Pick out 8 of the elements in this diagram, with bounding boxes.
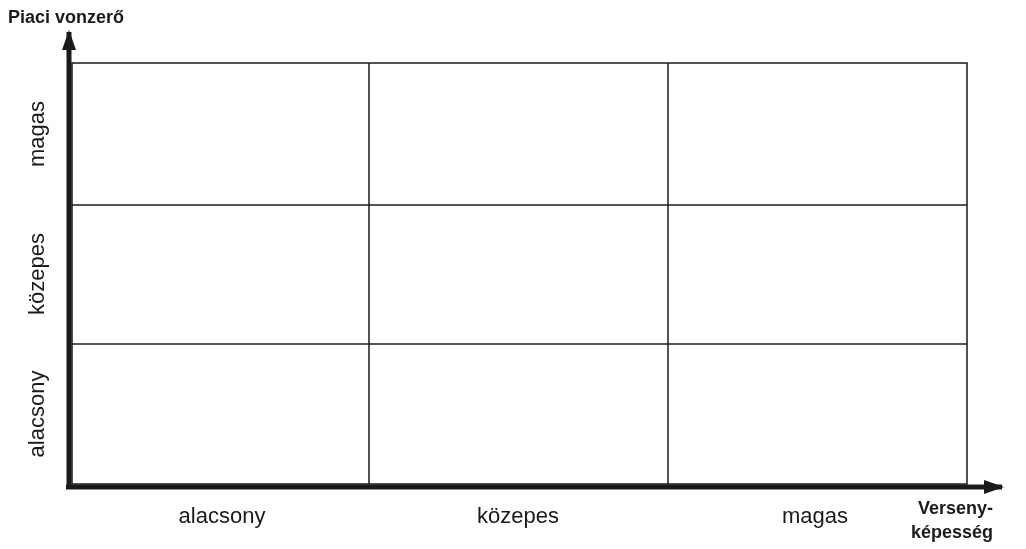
axis-tick-label: magas bbox=[24, 101, 50, 167]
axis-tick-label: közepes bbox=[477, 504, 559, 529]
axis-tick-label: közepes bbox=[24, 233, 50, 315]
axis-title: Piaci vonzerő bbox=[8, 8, 125, 28]
axis-tick-label: magas bbox=[782, 504, 848, 529]
axis-tick-label: alacsony bbox=[178, 504, 266, 529]
axis-tick-label: alacsony bbox=[24, 370, 50, 458]
axis-title: Verseny- képesség bbox=[909, 497, 993, 545]
